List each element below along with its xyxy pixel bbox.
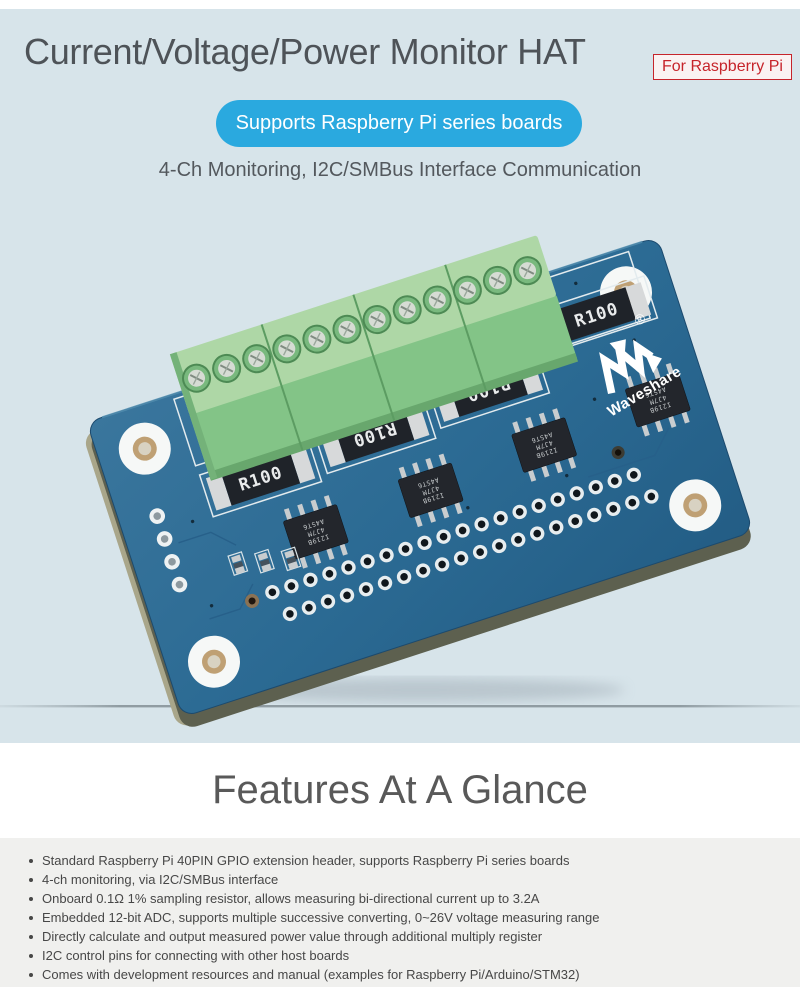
- page-title: Current/Voltage/Power Monitor HAT: [24, 31, 586, 72]
- pcb-trace: [588, 427, 670, 478]
- floor-shadow-line: [0, 705, 800, 708]
- smd-component: [253, 548, 275, 574]
- feature-item: Embedded 12-bit ADC, supports multiple s…: [0, 908, 800, 927]
- top-strip: [0, 0, 800, 9]
- pcb-trace: [209, 583, 254, 620]
- sampling-resistor: R100: [312, 395, 437, 475]
- smd-component: [280, 546, 302, 572]
- features-heading: Features At A Glance: [212, 768, 588, 812]
- gpio-header-holes: [265, 467, 659, 622]
- features-list: Standard Raspberry Pi 40PIN GPIO extensi…: [0, 838, 800, 984]
- sampling-resistor: R100: [198, 438, 323, 518]
- smd-component: [227, 551, 249, 576]
- feature-item: Onboard 0.1Ω 1% sampling resistor, allow…: [0, 889, 800, 908]
- features-section: Standard Raspberry Pi 40PIN GPIO extensi…: [0, 838, 800, 987]
- logo-arrow-down: [644, 352, 662, 373]
- terminal-screws: [182, 256, 543, 393]
- pcb-board: R100 R100 R100 R1: [85, 235, 751, 727]
- feature-item: I2C control pins for connecting with oth…: [0, 946, 800, 965]
- features-heading-section: Features At A Glance: [0, 743, 800, 838]
- terminal-block: [169, 235, 579, 481]
- feature-item: Directly calculate and output measured p…: [0, 927, 800, 946]
- adc-chip: I219B 4J7M A4ST6: [283, 495, 349, 569]
- feature-item: Standard Raspberry Pi 40PIN GPIO extensi…: [0, 851, 800, 870]
- hero-section: Current/Voltage/Power Monitor HAT For Ra…: [0, 9, 800, 743]
- feature-item: 4-ch monitoring, via I2C/SMBus interface: [0, 870, 800, 889]
- adc-chip: I219B 4J7M A4ST6: [625, 363, 691, 437]
- product-photo: R100 R100 R100 R1: [0, 235, 800, 727]
- subtitle: 4-Ch Monitoring, I2C/SMBus Interface Com…: [158, 159, 642, 181]
- for-raspberry-pi-badge: For Raspberry Pi: [653, 54, 792, 80]
- pcb-trace: [178, 531, 237, 546]
- adc-chip: I219B 4J7M A4ST6: [511, 408, 577, 482]
- adc-chip: I219B 4J7M A4ST6: [398, 453, 464, 528]
- feature-item: Comes with development resources and man…: [0, 965, 800, 984]
- aux-holes: [149, 446, 625, 608]
- supports-pill: Supports Raspberry Pi series boards: [216, 100, 582, 147]
